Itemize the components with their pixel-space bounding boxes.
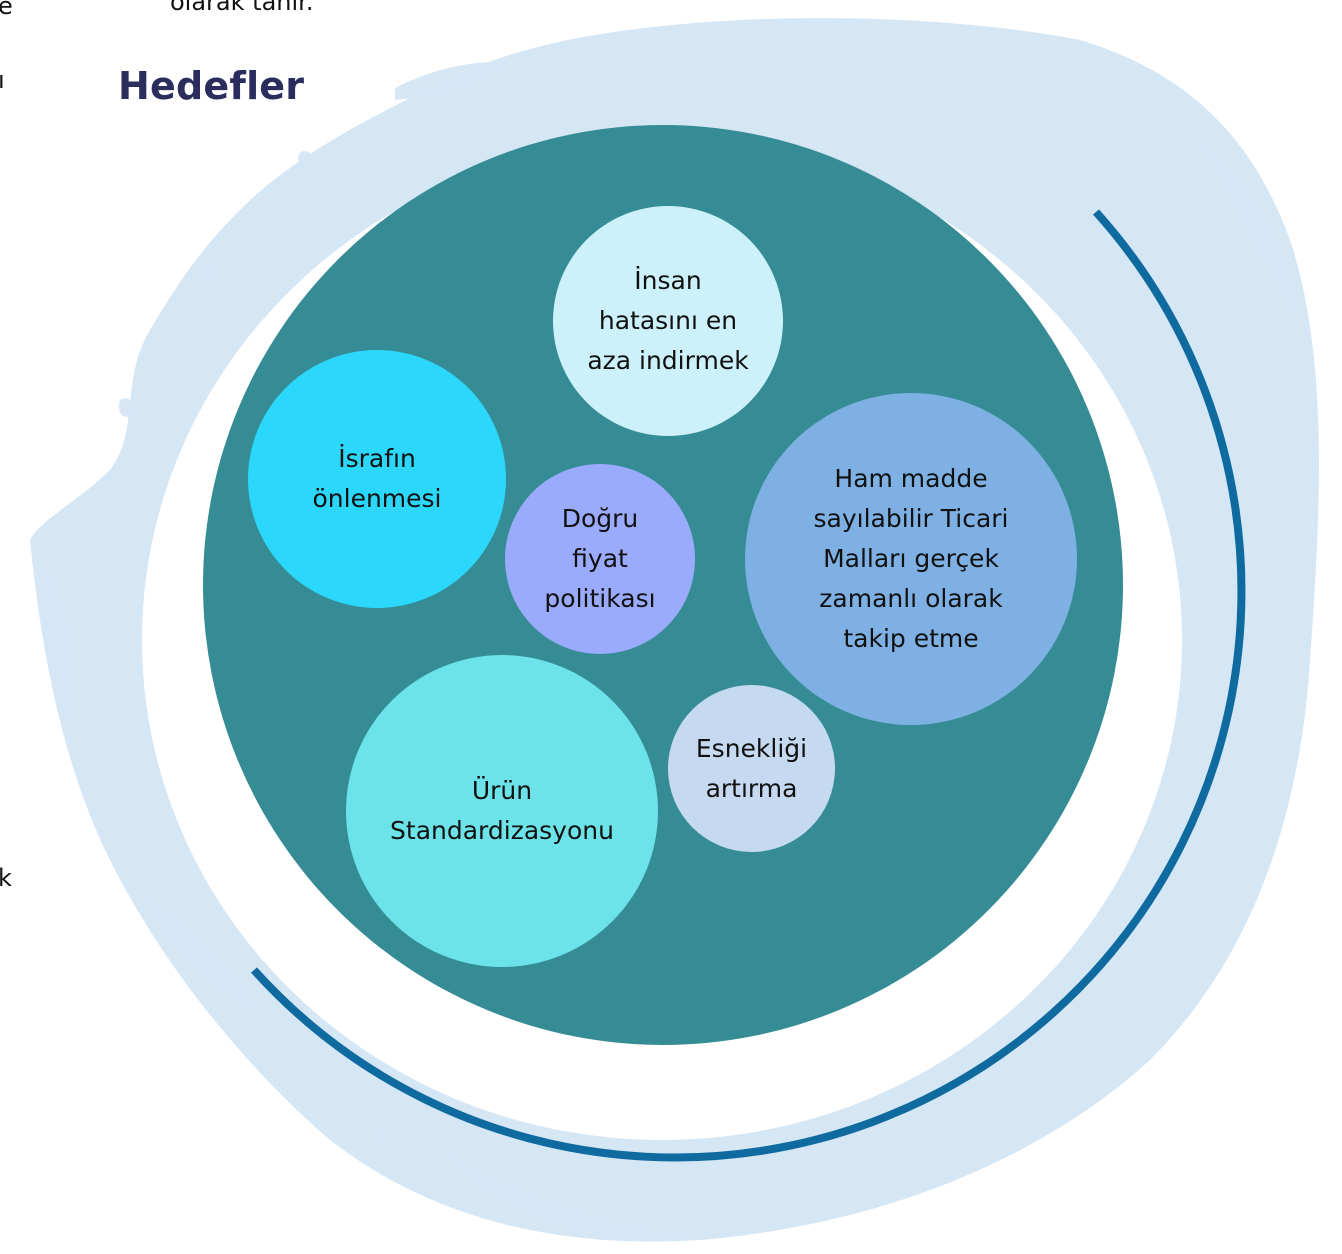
- bubble-line: fiyat: [572, 544, 628, 573]
- goal-bubble-increase-flexibility: Esnekliği artırma: [668, 685, 835, 852]
- bubble-line: Doğru: [561, 504, 639, 533]
- bubble-line: İsrafın: [338, 444, 416, 473]
- goal-bubble-correct-pricing: Doğru fiyat politikası: [505, 464, 695, 654]
- left-edge-letter-2: ı: [0, 66, 5, 94]
- bubble-line: politikası: [544, 584, 656, 613]
- bubble-line: Esnekliği: [695, 733, 808, 763]
- goal-bubble-realtime-tracking: Ham madde sayılabilir Ticari Malları ger…: [745, 393, 1077, 725]
- bubble-line: Standardizasyonu: [390, 816, 614, 845]
- goal-bubble-product-standardization: Ürün Standardizasyonu: [346, 655, 658, 967]
- page-title: Hedefler: [118, 64, 305, 108]
- bubble-line: hatasını en: [598, 306, 738, 335]
- bubble-line: zamanlı olarak: [819, 584, 1003, 613]
- bubble-line: sayılabilir Ticari: [813, 504, 1009, 533]
- left-edge-letter-3: k: [0, 864, 12, 892]
- bubble-line: aza indirmek: [587, 346, 749, 375]
- bubble-line: Ürün: [471, 776, 533, 805]
- bubble-line: İnsan: [634, 266, 702, 295]
- top-text-fragment: olarak tanır.: [170, 0, 314, 16]
- bubble-line: önlenmesi: [312, 484, 442, 513]
- bubble-line: Malları gerçek: [823, 544, 999, 573]
- bubble-line: Ham madde: [834, 464, 988, 493]
- goal-bubble-reduce-human-error: İnsan hatasını en aza indirmek: [553, 206, 783, 436]
- bubble-line: artırma: [705, 773, 798, 803]
- goal-bubble-prevent-waste: İsrafın önlenmesi: [248, 350, 506, 608]
- bubble-line: takip etme: [843, 624, 979, 653]
- left-edge-letter-1: e: [0, 0, 13, 20]
